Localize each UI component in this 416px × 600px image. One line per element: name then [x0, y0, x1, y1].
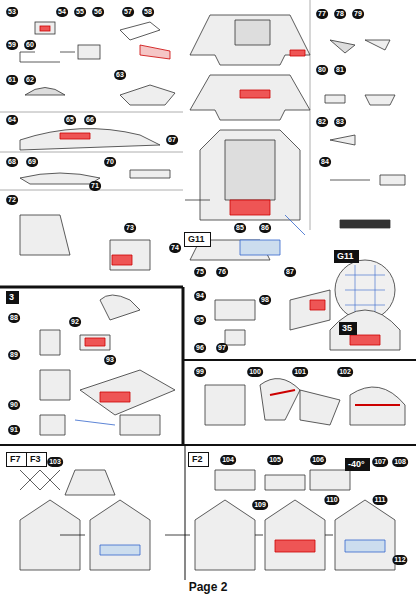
- callout-number: 97: [216, 343, 228, 353]
- callout-number: 73: [124, 223, 136, 233]
- callout-number: 80: [316, 65, 328, 75]
- callout-number: 100: [247, 367, 263, 377]
- callout-number: 82: [316, 117, 328, 127]
- callout-number: 99: [194, 367, 206, 377]
- callout-number: 96: [194, 343, 206, 353]
- box-text: F7: [10, 454, 21, 464]
- box-text: G11: [337, 251, 354, 261]
- callout-number: 66: [84, 115, 96, 125]
- callout-number: 70: [104, 157, 116, 167]
- callout-number: 62: [24, 75, 36, 85]
- callout-number: 68: [6, 157, 18, 167]
- callout-number: 91: [8, 425, 20, 435]
- callout-number: 58: [142, 7, 154, 17]
- callout-number: 102: [337, 367, 353, 377]
- callout-number: 71: [89, 181, 101, 191]
- callout-number: 85: [234, 223, 246, 233]
- callout-number: 55: [74, 7, 86, 17]
- callout-number: 72: [6, 195, 18, 205]
- callout-number: 57: [122, 7, 134, 17]
- callout-number: 104: [220, 455, 236, 465]
- callout-number: 95: [194, 315, 206, 325]
- step-box: -40°: [345, 458, 370, 471]
- box-text: -40°: [348, 459, 365, 469]
- callout-number: 108: [392, 457, 408, 467]
- callout-number: 81: [334, 65, 346, 75]
- callout-number: 74: [169, 243, 181, 253]
- callout-number: 83: [334, 117, 346, 127]
- step-box: F7: [6, 452, 27, 467]
- step-box: F2: [188, 452, 209, 467]
- callout-number: 103: [47, 457, 63, 467]
- step-box: 35: [339, 322, 357, 335]
- callout-number: 106: [310, 455, 326, 465]
- box-text: 35: [342, 323, 352, 333]
- callout-number: 90: [8, 400, 20, 410]
- callout-number: 54: [56, 7, 68, 17]
- callout-number: 56: [92, 7, 104, 17]
- callout-number: 112: [392, 555, 407, 565]
- callout-number: 76: [216, 267, 228, 277]
- callout-number: 61: [6, 75, 18, 85]
- callout-number: 89: [8, 350, 20, 360]
- step-box: F3: [26, 452, 47, 467]
- callout-number: 69: [26, 157, 38, 167]
- callout-number: 67: [166, 135, 178, 145]
- callout-number: 78: [334, 9, 346, 19]
- box-text: F3: [30, 454, 41, 464]
- callout-number: 77: [316, 9, 328, 19]
- callout-number: 88: [8, 313, 20, 323]
- callout-number: 63: [114, 70, 126, 80]
- step-box: 3: [6, 291, 19, 304]
- page-number: Page 2: [0, 580, 416, 594]
- callout-number: 109: [252, 500, 268, 510]
- callout-number: 60: [24, 40, 36, 50]
- callout-number: 111: [373, 495, 388, 505]
- callout-number: 59: [6, 40, 18, 50]
- callout-number: 75: [194, 267, 206, 277]
- callout-number: 110: [324, 495, 339, 505]
- callout-number: 79: [352, 9, 364, 19]
- callout-number: 101: [292, 367, 308, 377]
- box-text: 3: [9, 292, 14, 302]
- box-text: F2: [192, 454, 203, 464]
- callout-number: 84: [319, 157, 331, 167]
- box-text: G11: [188, 234, 205, 244]
- callout-number: 105: [267, 455, 283, 465]
- step-box: G11: [184, 232, 211, 247]
- callout-number: 92: [69, 317, 81, 327]
- callout-number: 65: [64, 115, 76, 125]
- callout-number: 94: [194, 291, 206, 301]
- callout-number: 87: [284, 267, 296, 277]
- callout-number: 93: [104, 355, 116, 365]
- step-box: G11: [334, 250, 359, 263]
- callout-number: 107: [372, 457, 388, 467]
- callout-number: 64: [6, 115, 18, 125]
- callout-number: 86: [259, 223, 271, 233]
- callout-number: 53: [6, 7, 18, 17]
- callout-number: 98: [259, 295, 271, 305]
